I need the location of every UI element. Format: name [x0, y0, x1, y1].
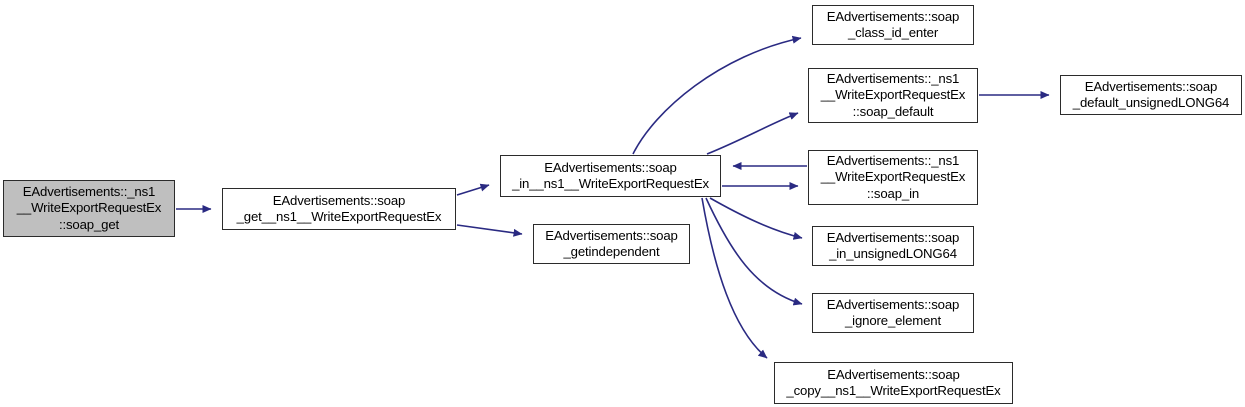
edge-soap-in-ns1-to-soap-default: [706, 112, 799, 155]
edge-soap-get-ns1-to-soap-in-ns1: [456, 183, 490, 196]
node-label: EAdvertisements::soap _in_unsignedLONG64: [826, 229, 960, 262]
node-label: EAdvertisements::soap _default_unsignedL…: [1072, 78, 1230, 111]
node-label: EAdvertisements::_ns1 __WriteExportReque…: [820, 70, 966, 119]
node-label: EAdvertisements::_ns1 __WriteExportReque…: [820, 152, 966, 201]
node-soap-getindependent[interactable]: EAdvertisements::soap _getindependent: [533, 224, 690, 264]
node-soap-class-id-enter[interactable]: EAdvertisements::soap _class_id_enter: [812, 5, 974, 45]
node-label: EAdvertisements::soap _getindependent: [545, 227, 678, 260]
node-soap-default-unsignedlong64[interactable]: EAdvertisements::soap _default_unsignedL…: [1060, 75, 1242, 115]
edge-soap-in-ns1-to-soap-in-unsignedlong64: [709, 197, 803, 240]
node-soap-copy-ns1-writeexportrequestex[interactable]: EAdvertisements::soap _copy__ns1__WriteE…: [774, 362, 1013, 404]
node-soap-default[interactable]: EAdvertisements::_ns1 __WriteExportReque…: [808, 68, 978, 123]
node-soap-in[interactable]: EAdvertisements::_ns1 __WriteExportReque…: [808, 150, 978, 205]
node-label: EAdvertisements::soap _ignore_element: [826, 296, 960, 329]
node-soap-in-unsignedlong64[interactable]: EAdvertisements::soap _in_unsignedLONG64: [812, 226, 974, 266]
node-soap-get-ns1-writeexportrequestex[interactable]: EAdvertisements::soap _get__ns1__WriteEx…: [222, 188, 456, 230]
node-label: EAdvertisements::_ns1 __WriteExportReque…: [16, 183, 162, 232]
node-label: EAdvertisements::soap _get__ns1__WriteEx…: [236, 192, 442, 225]
node-label: EAdvertisements::soap _class_id_enter: [826, 8, 960, 41]
node-soap-in-ns1-writeexportrequestex[interactable]: EAdvertisements::soap _in__ns1__WriteExp…: [500, 155, 721, 197]
edge-soap-in-ns1-to-soap-ignore-element: [705, 197, 803, 306]
edge-soap-in-ns1-to-soap-copy-ns1: [701, 197, 768, 359]
node-label: EAdvertisements::soap _in__ns1__WriteExp…: [512, 159, 709, 192]
node-soap-get[interactable]: EAdvertisements::_ns1 __WriteExportReque…: [3, 180, 175, 237]
edge-soap-in-ns1-to-soap-class-id-enter: [632, 35, 802, 155]
edge-soap-get-ns1-to-soap-getindependent: [456, 224, 523, 237]
node-soap-ignore-element[interactable]: EAdvertisements::soap _ignore_element: [812, 293, 974, 333]
node-label: EAdvertisements::soap _copy__ns1__WriteE…: [786, 366, 1001, 399]
